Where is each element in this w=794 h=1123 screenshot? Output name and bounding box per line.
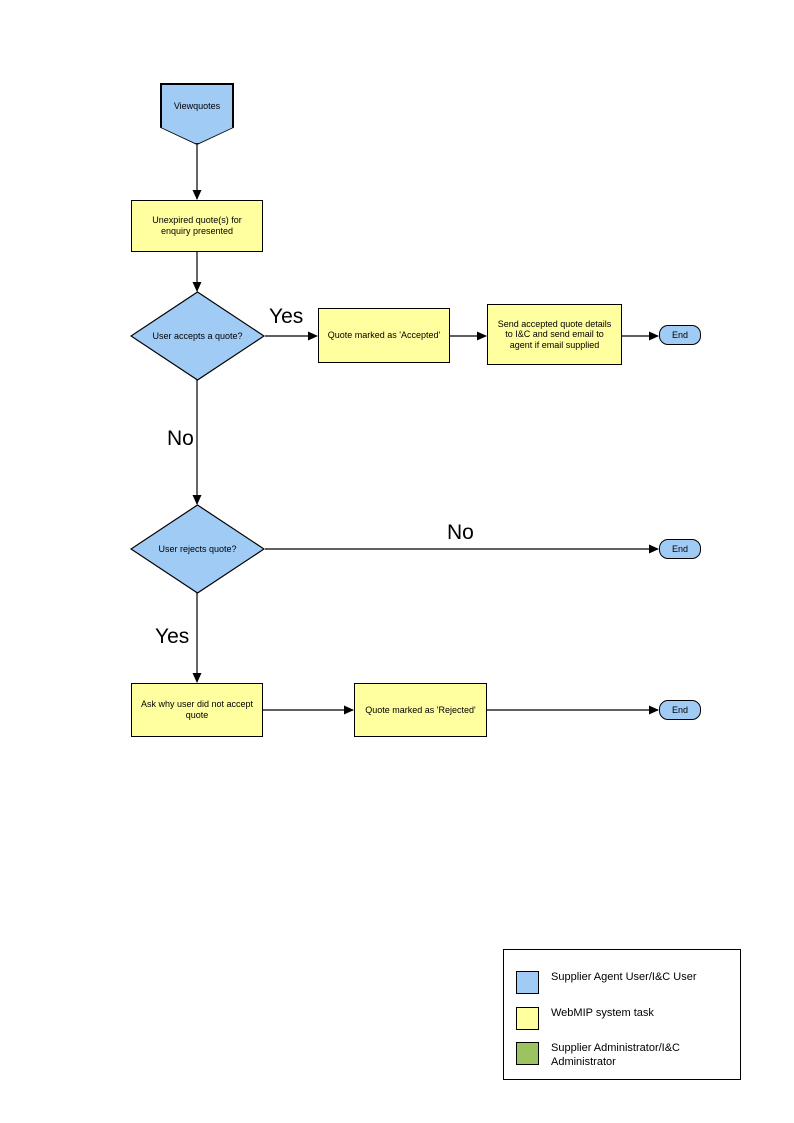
terminator-end-no-reject-label: End <box>671 543 688 554</box>
edge-label-rejects-yes: Yes <box>155 625 190 648</box>
terminator-end-accepted-label: End <box>671 329 688 340</box>
process-quote-marked-accepted[interactable]: Quote marked as 'Accepted' <box>318 308 450 363</box>
edge-label-accepts-yes: Yes <box>269 305 304 328</box>
process-send-accepted-details-label: Send accepted quote details to I&C and s… <box>497 318 612 350</box>
terminator-end-rejected[interactable]: End <box>659 700 701 720</box>
process-quote-marked-accepted-label: Quote marked as 'Accepted' <box>327 330 441 341</box>
process-unexpired-quotes-label: Unexpired quote(s) for enquiry presented <box>152 215 242 236</box>
start-node-label: Viewquotes <box>173 100 221 111</box>
edge-label-rejects-no: No <box>447 521 474 544</box>
legend-item-webmip-task: WebMIP system task <box>516 1007 654 1030</box>
terminator-end-no-reject[interactable]: End <box>659 539 701 559</box>
decision-user-rejects-quote[interactable]: User rejects quote? <box>130 504 265 594</box>
process-unexpired-quotes[interactable]: Unexpired quote(s) for enquiry presented <box>131 200 263 252</box>
terminator-end-rejected-label: End <box>671 704 688 715</box>
decision-user-accepts-shape <box>130 291 265 381</box>
process-quote-marked-rejected[interactable]: Quote marked as 'Rejected' <box>354 683 487 737</box>
legend-panel: Supplier Agent User/I&C User WebMIP syst… <box>503 949 741 1080</box>
legend-label-supplier-administrator: Supplier Administrator/I&C Administrator <box>551 1042 680 1068</box>
edge-label-accepts-no: No <box>167 427 194 450</box>
decision-user-accepts-label: User accepts a quote? <box>152 330 243 341</box>
legend-item-supplier-administrator: Supplier Administrator/I&C Administrator <box>516 1042 736 1070</box>
process-send-accepted-details[interactable]: Send accepted quote details to I&C and s… <box>487 304 622 365</box>
legend-swatch-blue-icon <box>516 971 539 994</box>
terminator-end-accepted[interactable]: End <box>659 325 701 345</box>
process-quote-marked-rejected-label: Quote marked as 'Rejected' <box>365 704 476 715</box>
process-ask-why-not-accepted[interactable]: Ask why user did not accept quote <box>131 683 263 737</box>
decision-user-rejects-label: User rejects quote? <box>158 543 237 554</box>
legend-swatch-green-icon <box>516 1042 539 1065</box>
decision-user-rejects-shape <box>130 504 265 594</box>
process-ask-why-not-accepted-label: Ask why user did not accept quote <box>140 699 254 720</box>
decision-user-accepts-quote[interactable]: User accepts a quote? <box>130 291 265 381</box>
legend-item-supplier-agent: Supplier Agent User/I&C User <box>516 971 697 994</box>
legend-label-webmip-task: WebMIP system task <box>551 1007 654 1019</box>
legend-swatch-yellow-icon <box>516 1007 539 1030</box>
legend-label-supplier-agent: Supplier Agent User/I&C User <box>551 971 697 983</box>
